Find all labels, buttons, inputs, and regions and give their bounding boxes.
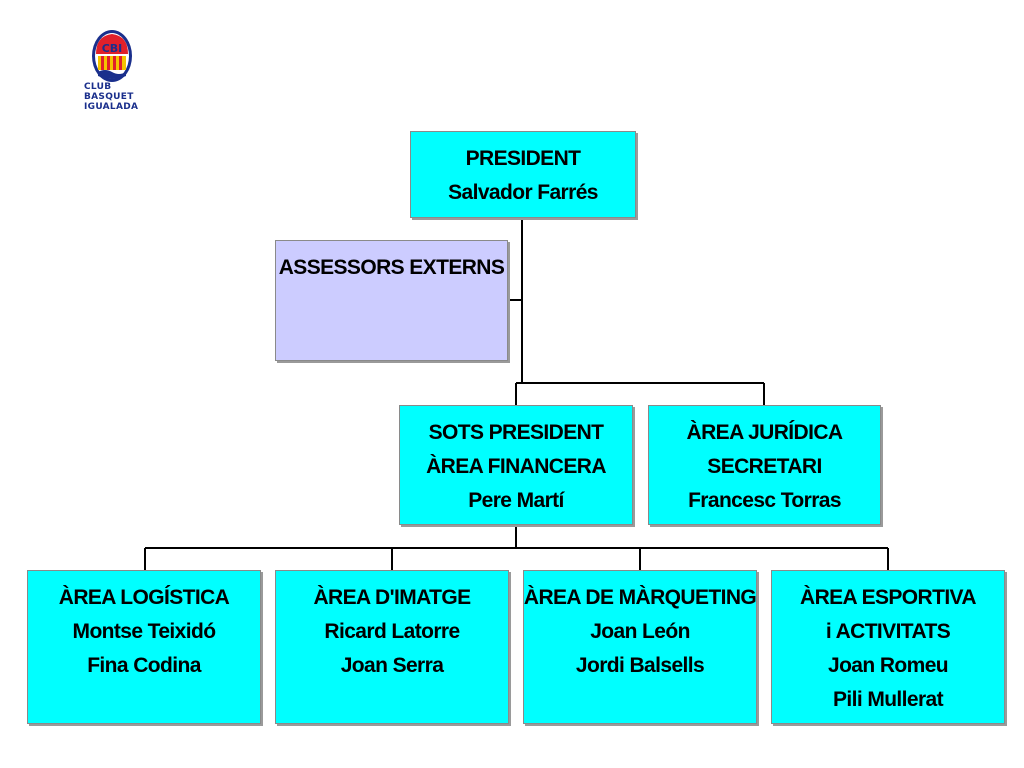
node-marketing-area: ÀREA DE MÀRQUETING [523,586,757,609]
node-image-person-1: Ricard Latorre [324,620,460,643]
node-president-title: PRESIDENT [465,147,581,170]
node-sports-person-2: Pili Mullerat [832,688,944,711]
node-vice-president-area: ÀREA FINANCERA [426,455,606,478]
node-logistics-person-1: Montse Teixidó [72,620,216,643]
node-logistics-person-2: Fina Codina [87,654,201,677]
club-logo: CBI [92,30,132,82]
node-sports-person-1: Joan Romeu [827,654,949,677]
logo-line-1: CLUB [84,82,112,92]
node-image-person-2: Joan Serra [340,654,444,677]
node-sports-area: ÀREA ESPORTIVA [800,586,977,609]
node-sports: ÀREA ESPORTIVA i ACTIVITATS Joan Romeu P… [771,570,1005,724]
logo-line-2: BASQUET [84,92,134,102]
node-legal-area: ÀREA JURÍDICA [686,421,844,444]
node-legal-name: Francesc Torras [688,489,841,512]
node-legal-title: SECRETARI [707,455,822,478]
node-vice-president-name: Pere Martí [468,489,564,512]
node-marketing-person-2: Jordi Balsells [575,654,705,677]
node-advisors-title: ASSESSORS EXTERNS [278,256,505,279]
node-president-name: Salvador Farrés [448,181,598,204]
logo-monogram: CBI [102,42,123,55]
node-logistics-area: ÀREA LOGÍSTICA [58,586,230,609]
node-sports-area-2: i ACTIVITATS [825,620,951,643]
node-president: PRESIDENT Salvador Farrés [410,131,636,218]
node-logistics: ÀREA LOGÍSTICA Montse Teixidó Fina Codin… [27,570,261,724]
node-marketing: ÀREA DE MÀRQUETING Joan León Jordi Balse… [523,570,757,724]
node-advisors: ASSESSORS EXTERNS [275,240,508,361]
node-legal: ÀREA JURÍDICA SECRETARI Francesc Torras [648,405,881,525]
node-vice-president-title: SOTS PRESIDENT [428,421,604,444]
node-vice-president: SOTS PRESIDENT ÀREA FINANCERA Pere Martí [399,405,633,525]
node-image-area: ÀREA D'IMATGE [313,586,471,609]
node-image: ÀREA D'IMATGE Ricard Latorre Joan Serra [275,570,509,724]
node-marketing-person-1: Joan León [590,620,690,643]
logo-line-3: IGUALADA [84,102,139,112]
